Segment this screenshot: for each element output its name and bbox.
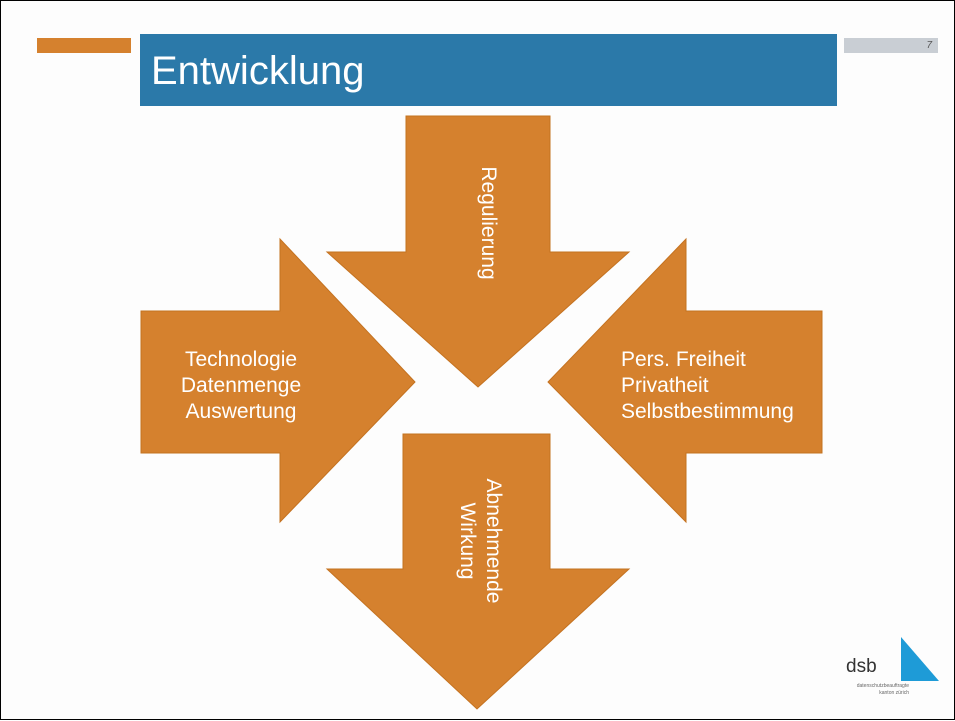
arrow-left-line: Technologie: [184, 348, 298, 371]
arrow-right-line: Privatheit: [621, 374, 709, 397]
arrow-left: [140, 237, 416, 524]
arrow-right-line: Selbstbestimmung: [621, 400, 794, 423]
accent-bar: [37, 38, 131, 53]
arrow-bottom-line: Abnehmende: [482, 478, 505, 604]
arrow-bottom-line: Wirkung: [456, 502, 479, 580]
slide-title: Entwicklung: [151, 49, 365, 93]
arrow-right-line: Pers. Freiheit: [621, 348, 746, 371]
arrow-left-line: Auswertung: [185, 400, 297, 423]
arrow-right-label: Pers. Freiheit Privatheit Selbstbestimmu…: [621, 347, 861, 425]
page-number: 7: [926, 40, 932, 51]
arrow-top: [325, 115, 631, 388]
arrow-left-label: Technologie Datenmenge Auswertung: [141, 347, 341, 425]
arrow-bottom-label: Abnehmende Wirkung: [452, 441, 506, 641]
arrow-right: [547, 237, 823, 524]
logo-subtitle-line: kanton zürich: [879, 690, 909, 696]
page-number-bar: [844, 38, 938, 53]
arrow-bottom: [325, 433, 631, 710]
logo-subtitle-line: datenschutzbeauftragte: [856, 683, 909, 689]
arrow-left-line: Datenmenge: [180, 374, 302, 397]
arrow-top-label: Regulierung: [477, 166, 500, 280]
dsb-logo: [901, 637, 939, 681]
logo-name: dsb: [846, 656, 877, 677]
logo-triangle-icon: [901, 637, 939, 681]
title-band: [140, 34, 837, 106]
logo-subtitle: datenschutzbeauftragte kanton zürich: [799, 683, 909, 697]
